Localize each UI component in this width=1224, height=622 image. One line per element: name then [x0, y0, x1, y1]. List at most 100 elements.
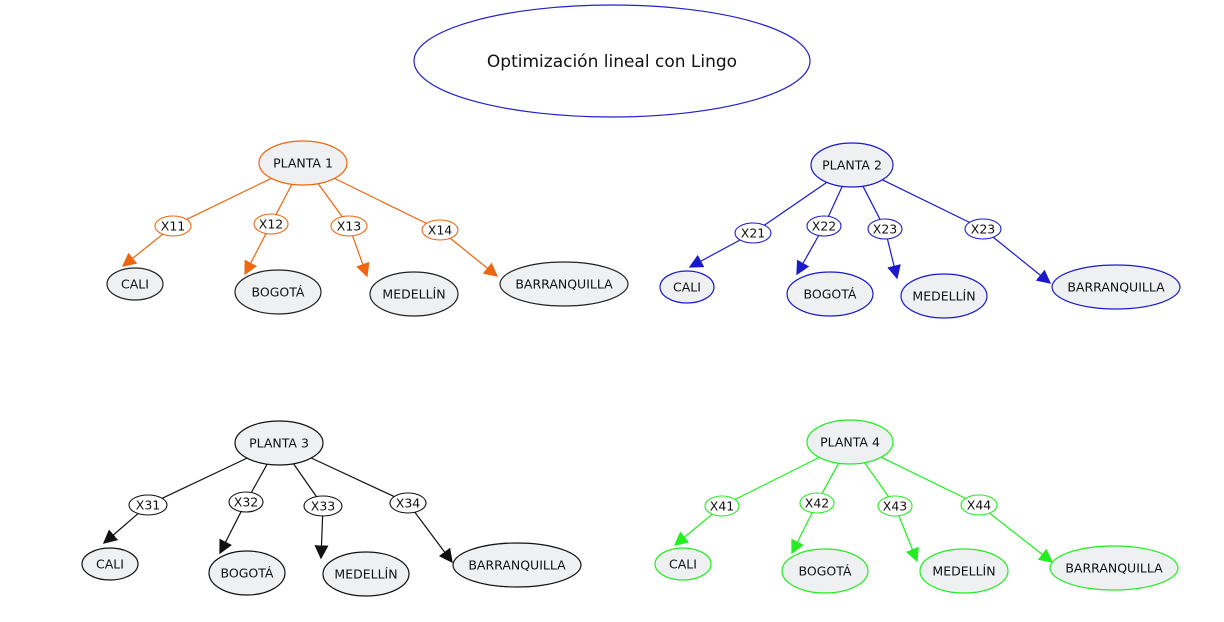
destination-node-medellin: MEDELLÍN: [919, 548, 1009, 594]
destination-ellipse: [919, 548, 1009, 594]
variable-ellipse: [128, 494, 168, 516]
variable-ellipse: [253, 213, 289, 235]
variable-node-x21: X21: [734, 222, 772, 244]
destination-node-cali: CALI: [106, 267, 164, 301]
destination-ellipse: [81, 547, 139, 581]
title-node: Optimización lineal con Lingo: [413, 4, 811, 118]
variable-ellipse: [964, 218, 1002, 240]
edge-plant-to-x41-0: [734, 456, 820, 501]
variable-ellipse: [389, 492, 427, 514]
variable-label: X23: [971, 222, 995, 237]
destination-node-cali: CALI: [659, 270, 715, 304]
plant-ellipse: [258, 140, 348, 186]
variable-ellipse: [704, 495, 740, 517]
destination-label: BARRANQUILLA: [1065, 561, 1163, 576]
variable-node-x22: X22: [806, 215, 842, 237]
destination-node-bogota: BOGOTÁ: [234, 269, 322, 315]
arrow-x12-to-bogota: [244, 233, 267, 276]
variable-node-x33: X33: [303, 495, 343, 517]
destination-label: BOGOTÁ: [804, 287, 857, 302]
destination-node-cali: CALI: [81, 547, 139, 581]
edge-plant-to-x13-2: [317, 183, 343, 218]
arrow-x23-to-barranquilla: [992, 236, 1052, 284]
destination-ellipse: [654, 547, 712, 581]
variable-ellipse: [960, 494, 998, 516]
edge-plant-to-x32-1: [250, 463, 268, 493]
arrow-x44-to-barranquilla: [989, 512, 1054, 563]
title-ellipse: [413, 4, 811, 118]
destination-node-bogota: BOGOTÁ: [786, 271, 874, 317]
destination-node-barranquilla: BARRANQUILLA: [1049, 545, 1179, 591]
variable-ellipse: [806, 215, 842, 237]
variable-label: X44: [967, 498, 992, 513]
plant-label: PLANTA 3: [249, 436, 309, 451]
variable-ellipse: [421, 219, 459, 241]
variable-node-x42: X42: [799, 492, 835, 514]
destination-label: MEDELLÍN: [382, 287, 445, 302]
edges-p4: [673, 456, 1054, 563]
edge-plant-to-x23-2: [862, 185, 881, 220]
arrow-x14-to-barranquilla: [449, 237, 499, 277]
variable-label: X11: [161, 219, 185, 234]
arrow-x21-to-cali: [688, 239, 741, 268]
variable-ellipse: [330, 215, 368, 237]
variable-label: X31: [136, 498, 160, 513]
plant-node-p3: PLANTA 3: [234, 420, 324, 466]
arrow-x43-to-medellin: [898, 515, 919, 563]
plant-label: PLANTA 2: [822, 158, 882, 173]
destination-ellipse: [900, 273, 988, 319]
plant-node-p1: PLANTA 1: [258, 140, 348, 186]
plant-ellipse: [806, 419, 894, 465]
variable-node-x34: X34: [389, 492, 427, 514]
destination-node-medellin: MEDELLÍN: [322, 551, 410, 597]
edge-plant-to-x11-0: [186, 177, 272, 220]
edges-p1: [121, 177, 499, 278]
destination-label: CALI: [673, 280, 701, 295]
destination-label: MEDELLÍN: [334, 567, 397, 582]
variable-node-x41: X41: [704, 495, 740, 517]
variable-ellipse: [228, 491, 264, 513]
variable-label: X33: [311, 499, 335, 514]
variable-ellipse: [799, 492, 835, 514]
plant-ellipse: [810, 142, 894, 188]
variable-node-x43: X43: [877, 495, 913, 517]
variable-label: X22: [812, 219, 836, 234]
arrow-x31-to-cali: [102, 513, 139, 544]
variable-label: X43: [883, 499, 907, 514]
edge-plant-to-x42-1: [821, 462, 840, 494]
destination-ellipse: [659, 270, 715, 304]
variable-label: X23: [873, 222, 897, 237]
destination-label: BOGOTÁ: [799, 564, 852, 579]
destination-ellipse: [781, 548, 869, 594]
edges-p2: [688, 179, 1052, 284]
destination-node-cali: CALI: [654, 547, 712, 581]
destination-node-barranquilla: BARRANQUILLA: [499, 261, 629, 307]
arrow-x22-to-bogota: [796, 235, 820, 276]
variable-label: X12: [259, 217, 283, 232]
edge-plant-to-x21-0: [763, 181, 828, 226]
destination-node-bogota: BOGOTÁ: [781, 548, 869, 594]
variable-node-x44: X44: [960, 494, 998, 516]
variable-label: X34: [396, 496, 421, 511]
variable-node-x11: X11: [154, 215, 192, 237]
destination-node-barranquilla: BARRANQUILLA: [1051, 264, 1181, 310]
destination-node-medellin: MEDELLÍN: [369, 271, 459, 317]
variable-ellipse: [303, 495, 343, 517]
arrow-x33-to-medellin: [314, 515, 329, 560]
variable-label: X13: [337, 219, 361, 234]
variable-ellipse: [867, 218, 903, 240]
arrow-x42-to-bogota: [791, 512, 813, 555]
destination-ellipse: [499, 261, 629, 307]
arrow-x23-to-medellin: [886, 238, 901, 280]
variable-node-x23: X23: [964, 218, 1002, 240]
destination-label: BARRANQUILLA: [515, 277, 613, 292]
variable-label: X32: [234, 495, 258, 510]
destination-ellipse: [322, 551, 410, 597]
edge-plant-to-x31-0: [161, 457, 248, 499]
destination-label: MEDELLÍN: [912, 289, 975, 304]
destination-ellipse: [452, 542, 582, 588]
